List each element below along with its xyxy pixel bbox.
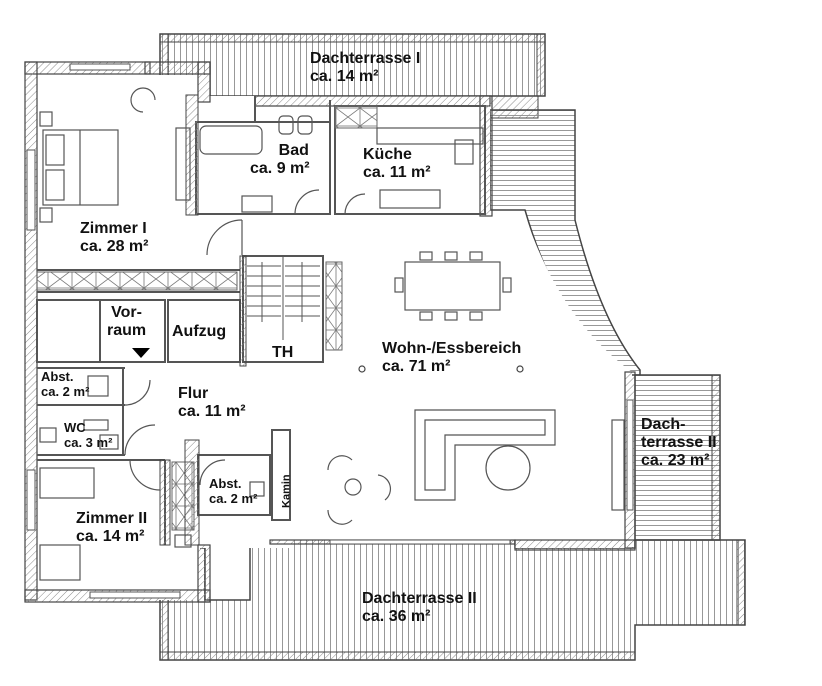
room-name: TH <box>272 344 294 361</box>
partition-walls <box>159 94 247 546</box>
room-area: ca. 28 m² <box>80 237 149 255</box>
room-name: Flur <box>178 385 209 402</box>
room-name: Dachterrasse I <box>310 50 421 67</box>
room-name: Zimmer I <box>80 220 147 237</box>
cupboards-kueche <box>334 105 378 129</box>
room-name: Kamin <box>280 474 293 508</box>
label-flur: Flur ca. 11 m² <box>178 385 246 421</box>
room-area: ca. 14 m² <box>310 67 379 85</box>
room-area: ca. 11 m² <box>178 402 246 420</box>
terrace-bottom <box>159 534 746 661</box>
label-wohnbereich: Wohn-/Essbereich ca. 71 m² <box>382 340 521 376</box>
room-name: Küche <box>363 146 412 163</box>
label-dachterrasse-1: Dachterrasse I ca. 14 m² <box>310 50 420 86</box>
room-name: Dachterrasse II <box>362 590 477 607</box>
label-aufzug: Aufzug <box>172 323 226 341</box>
fixtures <box>39 87 625 581</box>
label-bad: Bad ca. 9 m² <box>250 142 310 178</box>
entry-arrow-icon <box>132 348 150 358</box>
label-wc: WC ca. 3 m² <box>64 420 113 450</box>
room-area: ca. 11 m² <box>363 163 431 181</box>
light-point <box>358 365 366 373</box>
label-dachterrasse-2-bottom: Dachterrasse II ca. 36 m² <box>362 590 477 626</box>
label-kamin: Kamin <box>281 474 293 508</box>
room-name: Zimmer II <box>76 510 148 527</box>
room-area: ca. 2 m² <box>209 490 258 506</box>
room-name-line2: terrasse II <box>641 433 717 451</box>
cupboards-zimmer1 <box>36 271 238 291</box>
terrace-top <box>159 33 546 119</box>
room-area: ca. 3 m² <box>64 434 113 450</box>
light-point <box>516 365 524 373</box>
room-name-line1: Vor- <box>111 304 142 321</box>
room-area: ca. 14 m² <box>76 527 145 545</box>
cupboards-stair <box>325 261 343 351</box>
label-th: TH <box>272 344 293 362</box>
label-zimmer-1: Zimmer I ca. 28 m² <box>80 220 148 256</box>
room-area: ca. 23 m² <box>641 451 710 469</box>
room-name: WC <box>64 420 86 435</box>
label-dachterrasse-2-side: Dach- terrasse II ca. 23 m² <box>641 416 717 470</box>
stair <box>247 256 320 340</box>
room-name-line1: Dach- <box>641 416 686 433</box>
room-area: ca. 71 m² <box>382 357 451 375</box>
label-kueche: Küche ca. 11 m² <box>363 146 431 182</box>
room-name: Wohn-/Essbereich <box>382 340 522 357</box>
label-vorraum: Vor- raum <box>107 304 146 340</box>
room-area: ca. 9 m² <box>250 159 310 177</box>
room-area: ca. 2 m² <box>41 383 90 399</box>
room-name-line2: raum <box>107 321 147 339</box>
label-abst-1: Abst. ca. 2 m² <box>41 369 90 399</box>
room-name: Abst. <box>41 369 74 384</box>
room-area: ca. 36 m² <box>362 607 431 625</box>
room-name: Bad <box>278 142 309 159</box>
label-abst-2: Abst. ca. 2 m² <box>209 476 258 506</box>
label-zimmer-2: Zimmer II ca. 14 m² <box>76 510 147 546</box>
room-name: Aufzug <box>172 323 227 340</box>
windows <box>26 63 634 599</box>
room-name: Abst. <box>209 476 242 491</box>
